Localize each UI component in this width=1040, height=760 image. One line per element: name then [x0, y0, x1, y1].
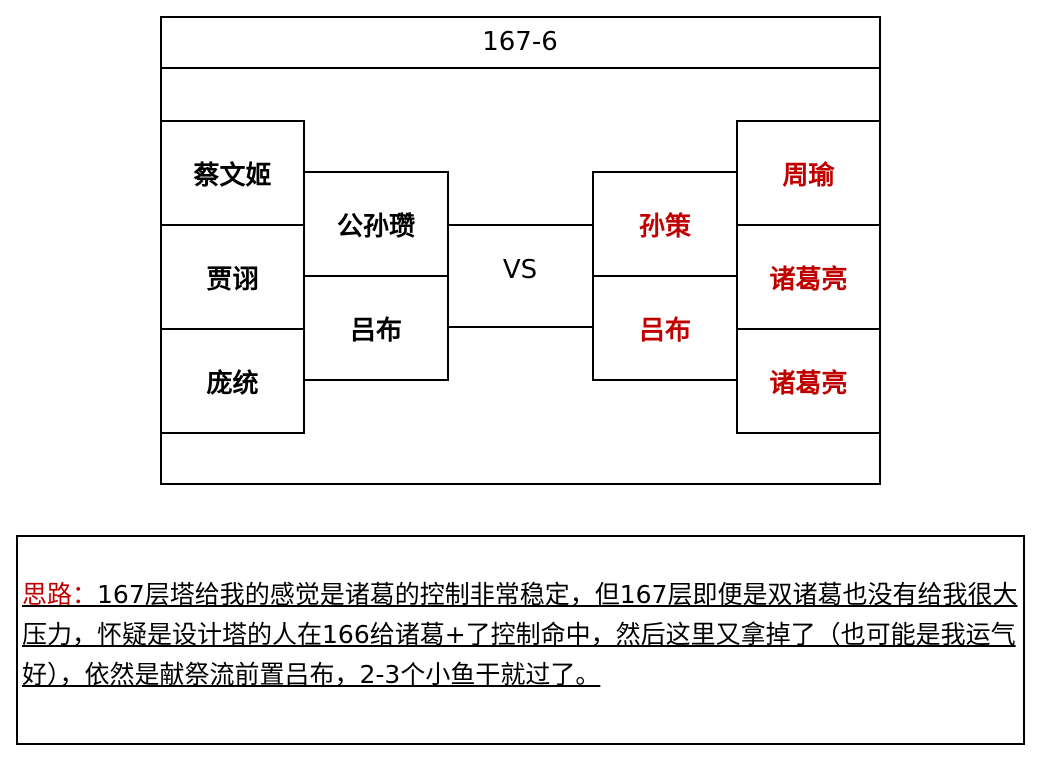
right-outer-cell-1: 周瑜: [736, 120, 881, 226]
left-outer-cell-3: 庞统: [160, 328, 305, 434]
right-outer-cell-2: 诸葛亮: [736, 224, 881, 330]
diagram-title: 167-6: [160, 16, 880, 69]
note-text: 思路：167层塔给我的感觉是诸葛的控制非常稳定，但167层即便是双诸葛也没有给我…: [22, 575, 1022, 695]
left-inner-cell-1: 公孙瓒: [303, 171, 449, 277]
vs-label: VS: [502, 255, 538, 285]
right-outer-cell-3: 诸葛亮: [736, 328, 881, 434]
left-outer-cell-2: 贾诩: [160, 224, 305, 330]
note-box: 思路：167层塔给我的感觉是诸葛的控制非常稳定，但167层即便是双诸葛也没有给我…: [16, 535, 1025, 745]
connector-top: [447, 224, 594, 226]
note-label: 思路：: [22, 580, 98, 609]
note-body: 167层塔给我的感觉是诸葛的控制非常稳定，但167层即便是双诸葛也没有给我很大压…: [22, 580, 1018, 689]
left-outer-cell-1: 蔡文姬: [160, 120, 305, 226]
right-inner-cell-1: 孙策: [592, 171, 738, 277]
left-inner-cell-2: 吕布: [303, 275, 449, 381]
right-inner-cell-2: 吕布: [592, 275, 738, 381]
connector-bottom: [447, 326, 594, 328]
